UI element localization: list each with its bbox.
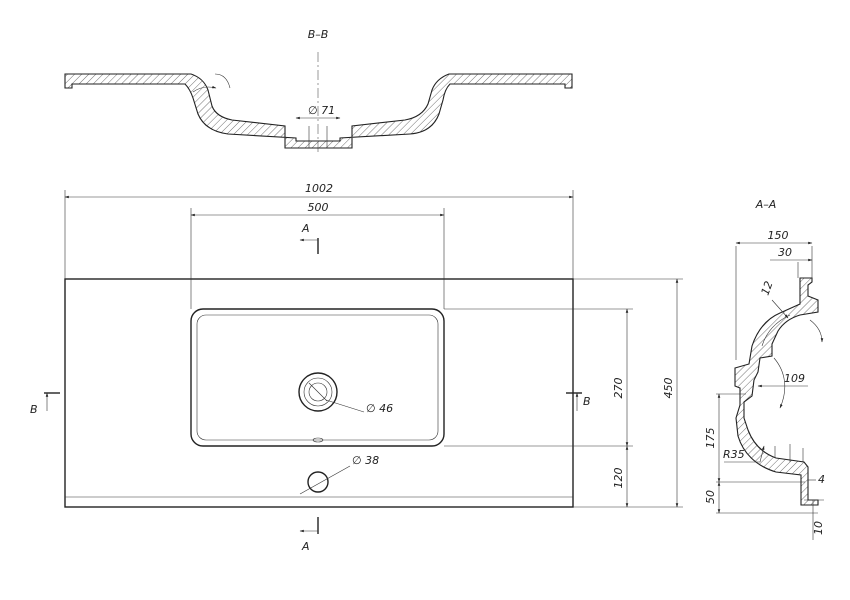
cut-mark-b-left <box>44 392 60 411</box>
aa-dim-109-label: 109 <box>784 372 805 385</box>
drain-leader <box>325 399 365 413</box>
cut-b-right-label: B <box>583 395 591 408</box>
aa-r35-label: R35 <box>723 448 745 461</box>
section-bb-outlet-label: ∅ 71 <box>308 104 335 117</box>
section-bb: B–B ∅ 71 <box>64 28 573 155</box>
aa-arc-109 <box>773 357 786 409</box>
plan-bowl-inner <box>196 314 439 441</box>
cut-mark-b-right <box>566 392 582 411</box>
cut-mark-a-top <box>299 238 319 254</box>
aa-dim-12-line <box>771 299 789 319</box>
section-bb-angle-arc <box>192 85 217 93</box>
section-bb-inner-edge <box>214 73 231 89</box>
tap-hole <box>299 465 351 495</box>
aa-dim-30-label: 30 <box>778 246 792 259</box>
aa-dim-150-label: 150 <box>768 229 789 242</box>
section-bb-title: B–B <box>308 28 329 41</box>
plan-bowl-outer <box>190 308 445 447</box>
aa-dim-10-label: 10 <box>812 521 825 535</box>
aa-dim-50-label: 50 <box>704 490 717 504</box>
aa-angle-arc <box>809 319 824 343</box>
cut-mark-a-bottom <box>299 517 319 534</box>
drain-hole <box>298 372 338 412</box>
cut-a-top-label: A <box>301 222 310 235</box>
plan-view: ∅ 46 ∅ 38 1002 500 270 120 450 <box>30 182 683 553</box>
aa-dim-12-label: 12 <box>759 279 776 297</box>
aa-dim-175-label: 175 <box>704 428 717 449</box>
dim-width-label: 1002 <box>305 182 333 195</box>
aa-dim-4-label: 4 <box>818 473 825 486</box>
section-bb-wall <box>64 73 573 149</box>
section-aa: A–A 150 30 12 109 175 R <box>704 198 825 540</box>
dim-depth-label: 450 <box>662 378 675 399</box>
section-aa-wall <box>734 277 819 506</box>
section-aa-title: A–A <box>755 198 777 211</box>
tap-hole-label: ∅ 38 <box>352 454 379 467</box>
aa-r35-arrow <box>759 445 765 463</box>
drain-label: ∅ 46 <box>366 402 393 415</box>
cut-a-bottom-label: A <box>301 540 310 553</box>
dim-bowl-width-label: 500 <box>308 201 329 214</box>
dim-bowl-depth-label: 270 <box>612 378 625 399</box>
overflow-hole <box>312 437 324 443</box>
dim-front-label: 120 <box>612 468 625 489</box>
cut-b-left-label: B <box>30 403 38 416</box>
